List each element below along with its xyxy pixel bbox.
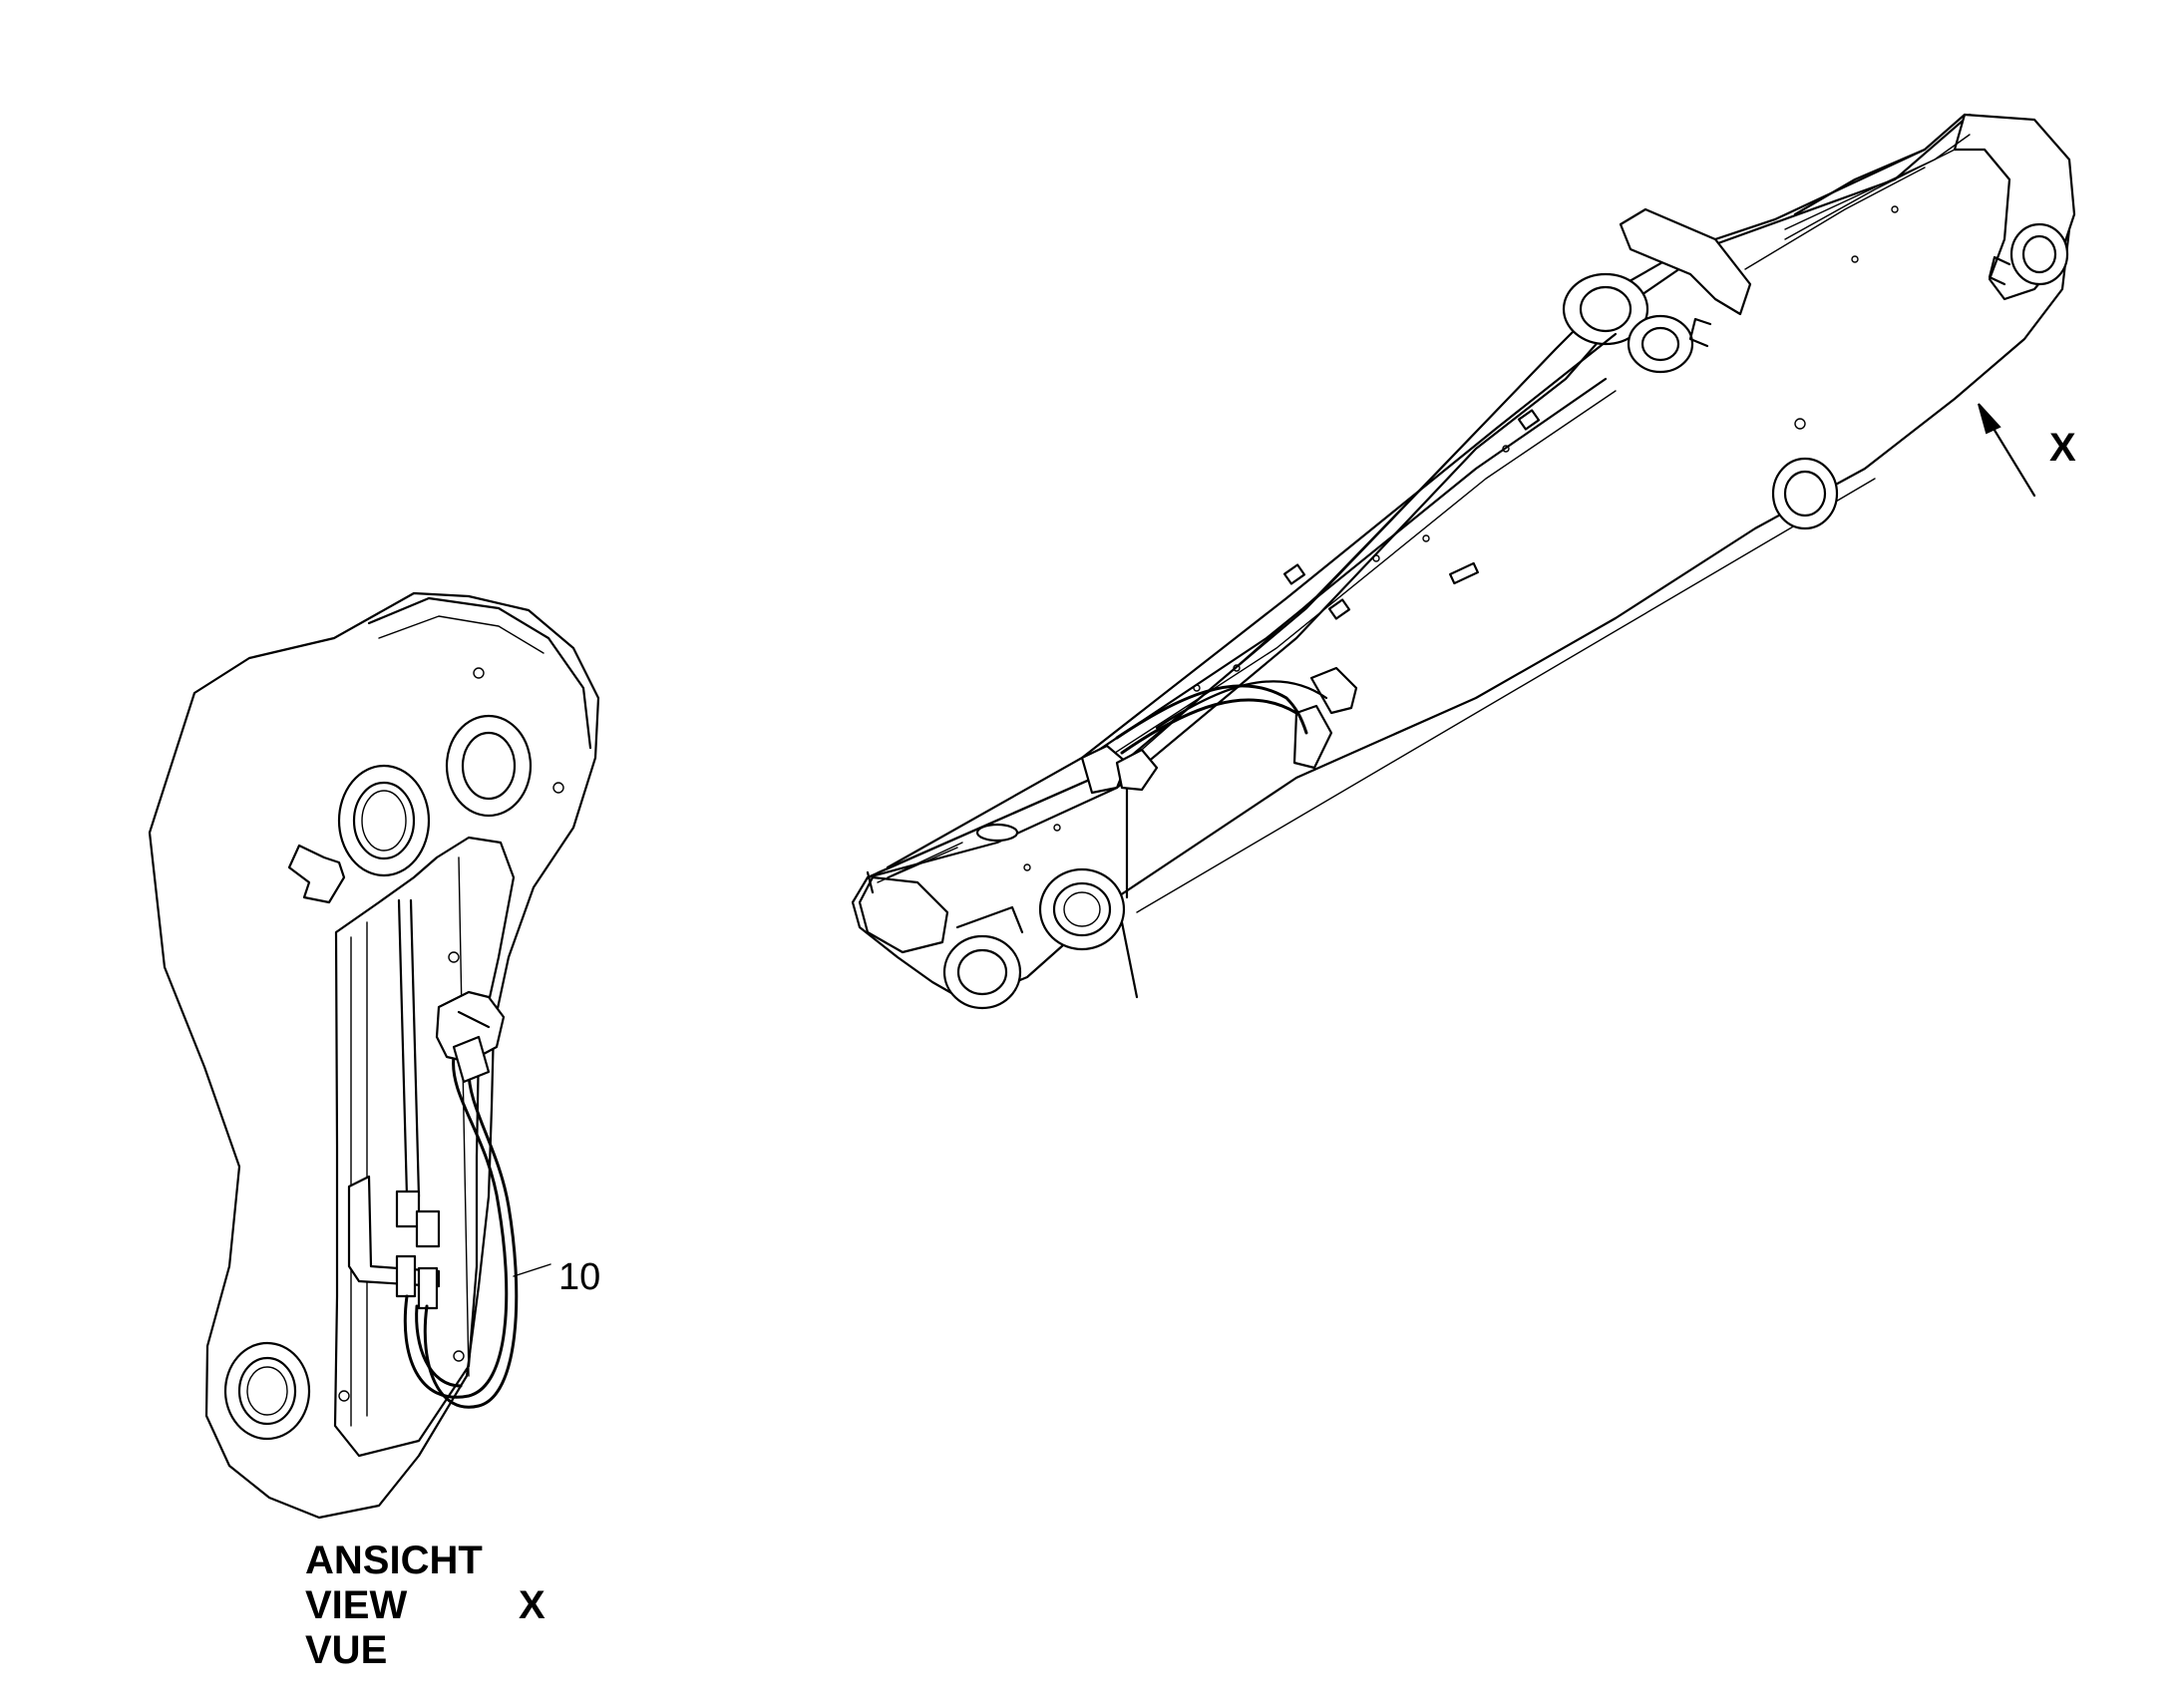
boom-pin-upper (1562, 272, 1649, 346)
link-block (1619, 207, 1752, 316)
hydraulic-hose-1 (403, 1055, 509, 1399)
boom-pin-tip (2009, 222, 2069, 286)
part-callout-10: 10 (558, 1256, 600, 1298)
view-label-id: X (519, 1583, 545, 1627)
view-label-de: ANSICHT (305, 1538, 483, 1582)
pin-boss-rear (445, 714, 533, 818)
boom-pin-large (1771, 457, 1839, 530)
view-arrow-label: X (2049, 426, 2076, 470)
boom-hose-1 (886, 332, 1618, 869)
view-label-en: VIEW (305, 1583, 407, 1627)
plate-recess (333, 836, 516, 1458)
boom-foot-boss-1 (1038, 867, 1126, 951)
boom-head-plate (148, 591, 600, 1520)
boom-hose-3 (1793, 148, 1927, 216)
view-label-fr: VUE (305, 1628, 387, 1672)
boom-body (851, 113, 2071, 1004)
hydraulic-hose-2 (415, 1304, 463, 1388)
pin-boss-front (337, 764, 431, 877)
detail-view-x (148, 591, 600, 1520)
boom-hose-2 (1085, 377, 1608, 760)
rigid-pipe (397, 898, 409, 1198)
boom-pin-mid (1627, 314, 1694, 374)
quick-coupler (435, 990, 506, 1064)
boom-foot-boss-2 (942, 934, 1022, 1010)
pin-boss-bottom (223, 1341, 311, 1441)
lifting-eye (287, 844, 346, 904)
view-direction-arrow (1978, 403, 2036, 498)
boom-assembly (851, 113, 2076, 1010)
